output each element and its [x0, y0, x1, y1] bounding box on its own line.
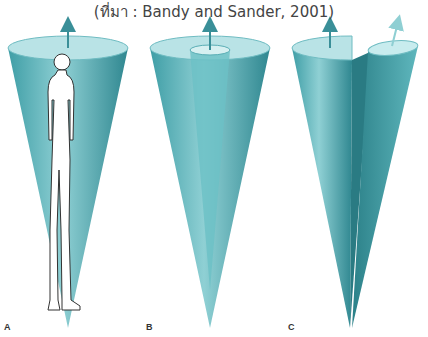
human-figure: [48, 54, 80, 310]
cone-c: [292, 22, 419, 328]
cone-b: [150, 24, 270, 328]
part-label: C: [288, 322, 295, 332]
part-label: A: [4, 322, 11, 332]
source-note: (ที่มา : Bandy and Sander, 2001): [94, 0, 334, 24]
cone-a: [8, 24, 128, 328]
part-label: B: [146, 322, 153, 332]
